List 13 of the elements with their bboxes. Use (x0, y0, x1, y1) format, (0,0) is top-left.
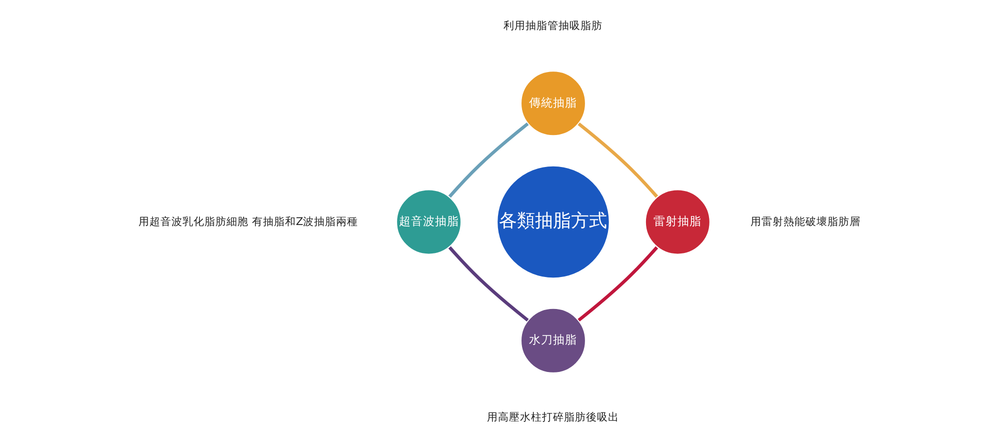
node-circle: 傳統抽脂 (519, 70, 586, 137)
node-circle: 各類抽脂方式 (495, 164, 610, 280)
node-label: 用超音波乳化脂肪細胞 有抽脂和Z波抽脂兩種 (138, 214, 358, 228)
node-label: 利用抽脂管抽吸脂肪 (503, 19, 602, 32)
node-circle: 超音波抽脂 (394, 188, 462, 256)
connector (577, 246, 658, 322)
node-label: 用高壓水柱打碎脂肪後吸出 (486, 410, 619, 424)
connector (448, 246, 528, 322)
node-label: 用雷射熱能破壞脂肪層 (750, 214, 860, 228)
node-circle: 雷射抽脂 (644, 188, 711, 256)
node-circle: 水刀抽脂 (519, 307, 586, 374)
connector (448, 122, 528, 198)
connector (577, 122, 658, 198)
